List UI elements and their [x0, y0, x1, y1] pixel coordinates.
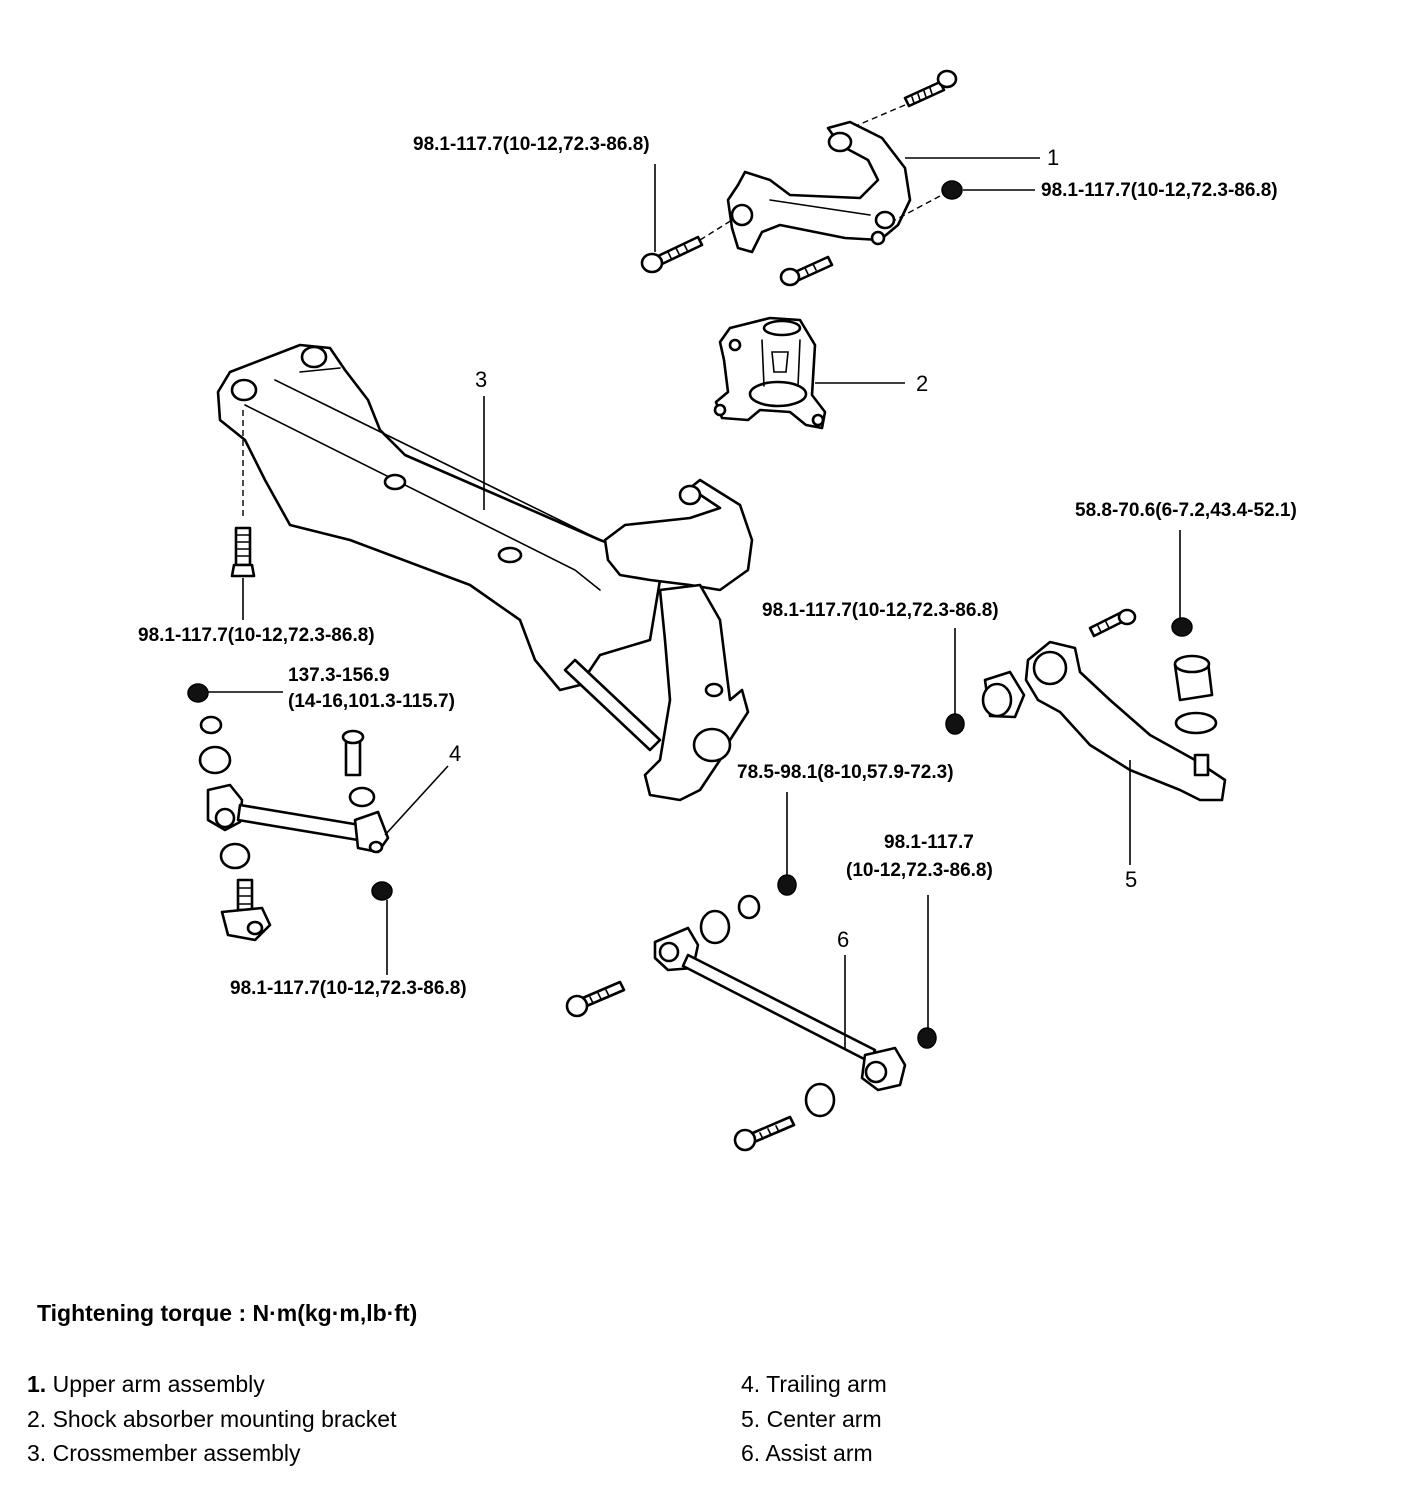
legend-item-3-text: Crossmember assembly [52, 1440, 301, 1466]
callout-4: 4 [449, 741, 462, 766]
upper-arm-left-bolt [640, 219, 733, 274]
torque-assist-arm-rear-nut-line1: 98.1-117.7 [884, 832, 974, 853]
legend-item-2: 2. Shock absorber mounting bracket [27, 1406, 397, 1432]
torque-trailing-arm-lower-nut: 98.1-117.7(10-12,72.3-86.8) [230, 978, 467, 999]
torque-upper-arm-nut: 98.1-117.7(10-12,72.3-86.8) [1041, 180, 1278, 201]
legend-item-6-num: 6. [741, 1440, 761, 1466]
upper-arm-bottom-bolt [779, 255, 834, 287]
callout-2: 2 [916, 371, 929, 396]
shock-absorber-mounting-bracket [713, 316, 827, 430]
assist-arm [565, 874, 937, 1152]
torque-center-arm-nut: 98.1-117.7(10-12,72.3-86.8) [762, 600, 999, 621]
legend-item-5: 5. Center arm [741, 1406, 882, 1432]
legend-item-1: 1. Upper arm assembly [27, 1371, 265, 1397]
legend-item-3: 3. Crossmember assembly [27, 1440, 301, 1466]
upper-arm-nut [894, 180, 963, 221]
legend-item-4: 4. Trailing arm [741, 1371, 887, 1397]
legend-item-2-num: 2. [27, 1406, 47, 1432]
torque-assist-arm-front-nut: 78.5-98.1(8-10,57.9-72.3) [737, 762, 954, 783]
legend-item-6-text: Assist arm [765, 1440, 873, 1466]
legend-item-3-num: 3. [27, 1440, 47, 1466]
legend-item-6: 6. Assist arm [741, 1440, 873, 1466]
callout-3: 3 [475, 367, 488, 392]
torque-center-arm-top-nut: 58.8-70.6(6-7.2,43.4-52.1) [1075, 500, 1297, 521]
crossmember-bolt [230, 526, 256, 578]
torque-crossmember-bolt: 98.1-117.7(10-12,72.3-86.8) [138, 625, 375, 646]
legend-item-4-text: Trailing arm [766, 1371, 887, 1397]
legend-item-2-text: Shock absorber mounting bracket [52, 1406, 397, 1432]
upper-arm-top-bolt [857, 69, 958, 126]
center-arm [945, 608, 1227, 802]
legend-item-5-text: Center arm [766, 1406, 882, 1432]
torque-trailing-arm-nut-line2: (14-16,101.3-115.7) [288, 691, 455, 712]
legend-title: Tightening torque : N·m(kg·m,lb·ft) [37, 1300, 418, 1326]
upper-arm-assembly [726, 120, 912, 254]
legend-item-1-text: Upper arm assembly [52, 1371, 265, 1397]
leader-lines [208, 157, 1181, 1050]
torque-assist-arm-rear-nut-line2: (10-12,72.3-86.8) [846, 860, 993, 881]
callout-1: 1 [1047, 145, 1060, 170]
legend-item-1-num: 1. [27, 1371, 47, 1397]
trailing-arm [187, 683, 393, 942]
crossmember-assembly [216, 343, 754, 802]
callout-6: 6 [837, 927, 850, 952]
legend-item-5-num: 5. [741, 1406, 761, 1432]
torque-trailing-arm-nut-line1: 137.3-156.9 [288, 665, 390, 686]
legend-item-4-num: 4. [741, 1371, 761, 1397]
callout-5: 5 [1125, 867, 1138, 892]
torque-upper-arm-left-bolt: 98.1-117.7(10-12,72.3-86.8) [413, 134, 650, 155]
